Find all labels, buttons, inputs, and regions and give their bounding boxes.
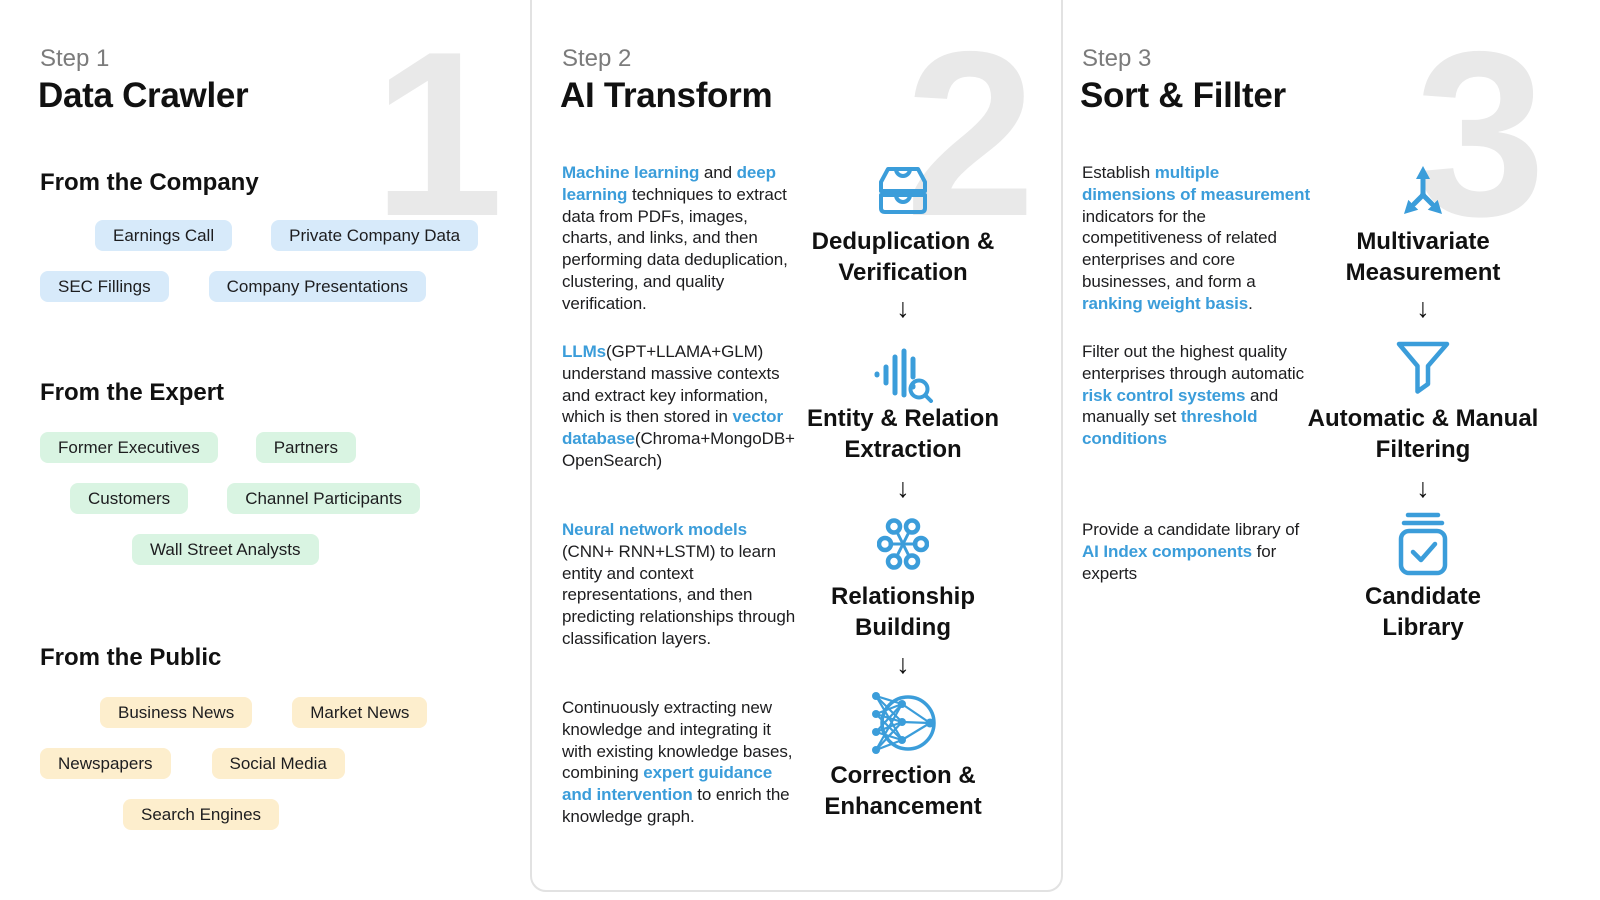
- source-chip: Business News: [100, 697, 253, 728]
- chip-row: Newspapers Social Media: [40, 748, 345, 779]
- source-chip: Partners: [255, 432, 356, 463]
- down-arrow-icon: ↓: [896, 473, 910, 503]
- section-heading-expert: From the Expert: [40, 379, 225, 406]
- step-title: Sort & Fillter: [1080, 76, 1286, 115]
- stage-label: Correction & Enhancement: [824, 762, 982, 820]
- stage-paragraph: Establish multiple dimensions of measure…: [1082, 163, 1311, 313]
- source-chip: Private Company Data: [271, 220, 479, 251]
- stage-paragraph: Filter out the highest quality enterpris…: [1082, 342, 1305, 449]
- source-chip: Market News: [292, 697, 428, 728]
- chip-row: Business News Market News: [100, 697, 428, 728]
- stage-label: Automatic & Manual Filtering: [1307, 405, 1539, 463]
- source-chip: SEC Fillings: [40, 271, 169, 302]
- down-arrow-icon: ↓: [896, 293, 910, 323]
- archive-drawer-icon: [763, 163, 1043, 215]
- stage-paragraph: Neural network models (CNN+ RNN+LSTM) to…: [562, 520, 796, 648]
- stage-paragraph: Machine learning and deep learning techn…: [562, 163, 788, 313]
- network-nodes-icon: [763, 518, 1043, 570]
- stage-label: Multivariate Measurement: [1345, 228, 1501, 286]
- step-column-3: 3 Step 3 Sort & Fillter Establish multip…: [1065, 0, 1600, 900]
- branch-arrows-icon: [1263, 163, 1583, 217]
- chip-row: Earnings Call Private Company Data: [95, 220, 479, 251]
- soundwave-search-icon: [763, 347, 1043, 403]
- stage-paragraph: Continuously extracting new knowledge an…: [562, 698, 793, 826]
- source-chip: Customers: [70, 483, 189, 514]
- step-watermark: 1: [373, 2, 504, 265]
- source-chip: Former Executives: [40, 432, 218, 463]
- stage-label: Candidate Library: [1364, 583, 1481, 641]
- step-title: Data Crawler: [38, 76, 249, 115]
- stage-label: Entity & Relation Extraction: [806, 405, 999, 463]
- chip-row: SEC Fillings Company Presentations: [40, 271, 427, 302]
- chip-row: Former Executives Partners: [40, 432, 356, 463]
- stage-label: Deduplication & Verification: [811, 228, 995, 286]
- step-label: Step 3: [1082, 45, 1152, 72]
- down-arrow-icon: ↓: [1416, 293, 1430, 323]
- section-heading-company: From the Company: [40, 169, 259, 196]
- step-title: AI Transform: [560, 76, 773, 115]
- stage-label: Relationship Building: [830, 583, 975, 641]
- source-chip: Social Media: [211, 748, 345, 779]
- step-label: Step 1: [40, 45, 110, 72]
- stage-paragraph: Provide a candidate library of AI Index …: [1082, 520, 1300, 583]
- neural-net-icon: [763, 688, 1043, 758]
- source-chip: Company Presentations: [208, 271, 427, 302]
- source-chip: Wall Street Analysts: [132, 534, 319, 565]
- checkbox-library-icon: [1263, 510, 1583, 578]
- step-label: Step 2: [562, 45, 632, 72]
- stage-paragraph: LLMs(GPT+LLAMA+GLM) understand massive c…: [562, 342, 795, 470]
- down-arrow-icon: ↓: [1416, 473, 1430, 503]
- section-heading-public: From the Public: [40, 644, 222, 671]
- chip-row: Customers Channel Participants: [70, 483, 421, 514]
- column-divider-card: [530, 0, 1063, 892]
- source-chip: Search Engines: [123, 799, 280, 830]
- chip-row: Wall Street Analysts: [132, 534, 319, 565]
- chip-row: Search Engines: [123, 799, 280, 830]
- step-watermark: 2: [905, 2, 1036, 265]
- step-column-1: 1 Step 1 Data Crawler From the Company E…: [0, 0, 533, 900]
- down-arrow-icon: ↓: [896, 649, 910, 679]
- funnel-icon: [1263, 338, 1583, 400]
- source-chip: Newspapers: [40, 748, 171, 779]
- source-chip: Earnings Call: [95, 220, 233, 251]
- step-column-2: 2 Step 2 AI Transform Machine learning a…: [530, 0, 1065, 900]
- source-chip: Channel Participants: [227, 483, 421, 514]
